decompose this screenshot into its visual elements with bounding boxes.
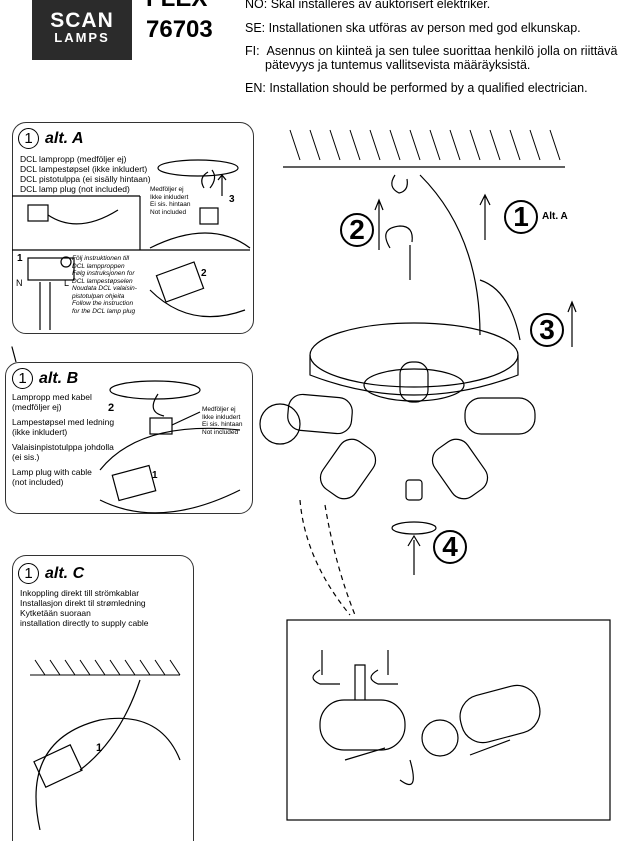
fixture-plate [309,322,519,388]
brand-logo: SCAN LAMPS [32,0,132,60]
note-fi: FI: Asennus on kiinteä ja sen tulee suor… [245,44,618,58]
brand-line2: LAMPS [54,30,110,45]
alt-c-step-1: 1 [96,742,103,754]
alt-a-step-3: 3 [229,194,235,205]
note-fi-2: pätevyys ja tuntemus vallitsevista määrä… [265,58,531,72]
bulb-left [259,403,301,445]
alt-a-lines: DCL lampropp (medföljer ej)DCL lampestøp… [20,154,151,194]
hook-screw [385,225,413,249]
alt-a-l-label: L [64,278,70,288]
ceiling-hook [391,174,408,194]
detail-spot-2 [459,684,541,744]
detail-box [286,619,611,821]
main-step-1: 1 [504,200,538,234]
cover-ring [391,521,437,535]
model-number: 76703 [146,16,213,43]
alt-b-step-2: 2 [108,402,115,414]
alt-a-n-label: N [16,278,23,288]
main-step-3: 3 [530,313,564,347]
spot-left [287,393,353,435]
spot-center [399,361,429,403]
alt-b-step-1: 1 [152,470,158,481]
spot-front-right [431,438,489,500]
main-step-2: 2 [340,213,374,247]
brand-line1: SCAN [50,9,114,32]
spot-front-left [319,438,377,500]
main-alt-a-label: Alt. A [542,211,568,222]
main-step-4: 4 [433,530,467,564]
note-se: SE: Installationen ska utföras av person… [245,21,581,35]
alt-a-step-1: 1 [17,253,23,264]
alt-a-step-2: 2 [201,268,207,279]
note-no: NO: Skal installeres av auktorisert elek… [245,0,491,11]
model-title: FLEX [146,0,207,11]
detail-spot-1 [319,699,406,751]
spot-right [464,397,536,435]
note-en: EN: Installation should be performed by … [245,81,588,95]
alt-b-lines: Lampropp med kabel(medföljer ej) Lampest… [12,392,115,487]
cap-nut [405,479,423,501]
